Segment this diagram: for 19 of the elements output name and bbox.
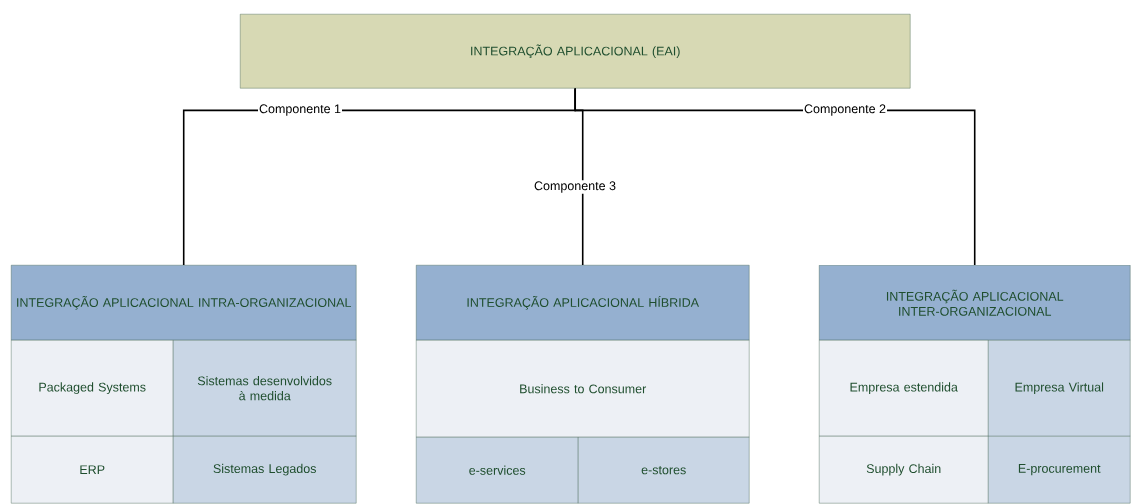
- edge-label: Componente 1: [258, 103, 342, 117]
- category-cell: Empresa Virtual: [988, 340, 1131, 437]
- category-cell: e-stores: [578, 437, 750, 504]
- category-cell: Packaged Systems: [11, 340, 174, 437]
- category-cell: Business to Consumer: [416, 340, 750, 438]
- title-box: INTEGRAÇÃO APLICACIONAL (EAI): [240, 14, 911, 89]
- category-cell: ERP: [11, 436, 174, 504]
- header-box: INTEGRAÇÃO APLICACIONAL INTER-ORGANIZACIONAL: [819, 265, 1131, 341]
- header-box: INTEGRAÇÃO APLICACIONAL HÍBRIDA: [416, 265, 750, 341]
- category-cell: e-services: [416, 437, 579, 504]
- edge-label: Componente 3: [533, 180, 617, 194]
- category-cell: Sistemas desenvolvidos à medida: [173, 340, 357, 437]
- header-box: INTEGRAÇÃO APLICACIONAL INTRA-ORGANIZACIONAL: [11, 265, 357, 341]
- category-cell: Supply Chain: [819, 436, 989, 504]
- category-cell: Sistemas Legados: [173, 436, 357, 504]
- category-cell: Empresa estendida: [819, 340, 989, 437]
- connector-line: [574, 87, 584, 266]
- category-cell: E-procurement: [988, 436, 1131, 504]
- edge-label: Componente 2: [803, 103, 887, 117]
